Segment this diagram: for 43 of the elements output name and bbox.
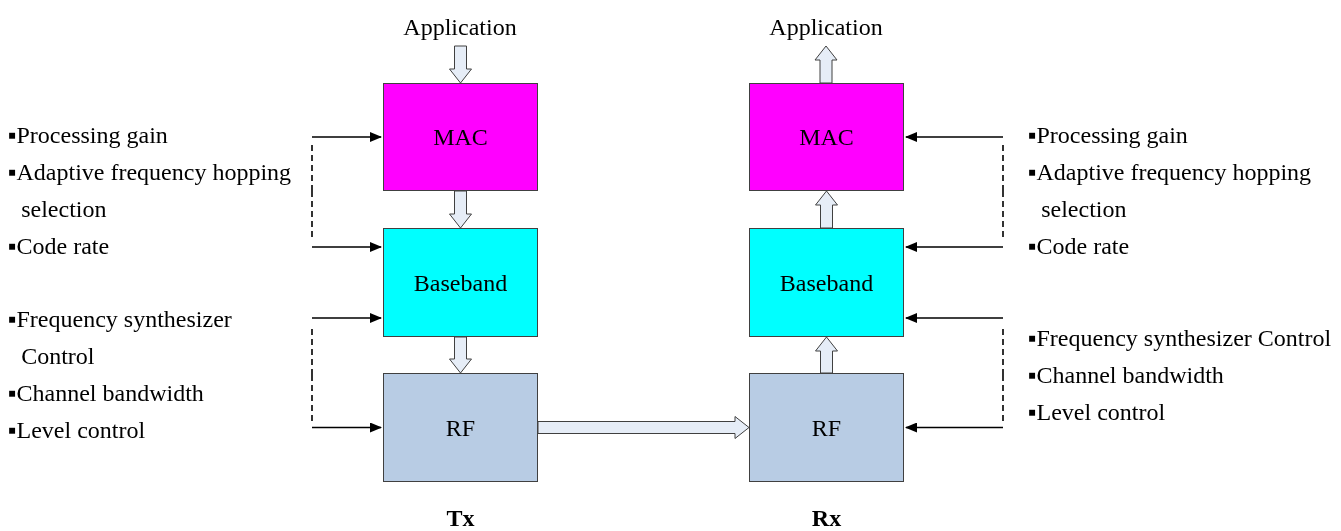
box-label: RF <box>811 413 842 443</box>
block-arrow <box>449 336 472 374</box>
list-item: ▪Processing gain <box>1028 121 1189 150</box>
list-item: ▪Processing gain <box>8 121 169 150</box>
list-item: ▪Adaptive frequency hopping selection <box>8 158 293 224</box>
box-label: RF <box>445 413 476 443</box>
box-label: MAC <box>799 123 854 152</box>
block-arrow <box>815 336 838 374</box>
box-label: Baseband <box>779 268 874 298</box>
list-item: ▪Channel bandwidth <box>8 379 205 408</box>
layer-label: Application <box>403 13 517 42</box>
block-arrow <box>449 190 472 229</box>
box-label: Baseband <box>413 268 508 298</box>
arrow <box>311 313 382 376</box>
process-box <box>383 228 538 337</box>
column-label: Rx <box>810 504 843 531</box>
layer-label: Application <box>769 13 883 42</box>
arrow <box>905 190 1004 252</box>
block-arrow <box>814 45 838 84</box>
box-label: MAC <box>433 123 488 152</box>
arrow <box>905 313 1004 376</box>
process-box <box>383 83 538 191</box>
list-item: ▪Frequency synthesizer Control <box>1028 323 1333 353</box>
arrow <box>905 132 1004 192</box>
process-box <box>749 83 904 191</box>
column-label: Tx <box>445 504 476 531</box>
process-box <box>749 373 904 482</box>
list-item: ▪Channel bandwidth <box>1028 360 1225 390</box>
arrow <box>311 132 382 192</box>
list-item: ▪Level control <box>1028 397 1167 427</box>
list-item: ▪Code rate <box>8 232 111 261</box>
arrow <box>311 374 382 433</box>
list-item: ▪Level control <box>8 416 147 445</box>
arrow <box>905 374 1004 433</box>
list-item: ▪Frequency synthesizer Control <box>8 305 233 371</box>
arrow <box>311 190 382 252</box>
process-box <box>749 228 904 337</box>
block-arrow <box>815 190 838 229</box>
list-item: ▪Adaptive frequency hopping selection <box>1028 158 1313 224</box>
list-item: ▪Code rate <box>1028 232 1131 261</box>
block-arrow <box>449 45 472 84</box>
process-box <box>383 373 538 482</box>
block-arrow <box>537 416 750 439</box>
